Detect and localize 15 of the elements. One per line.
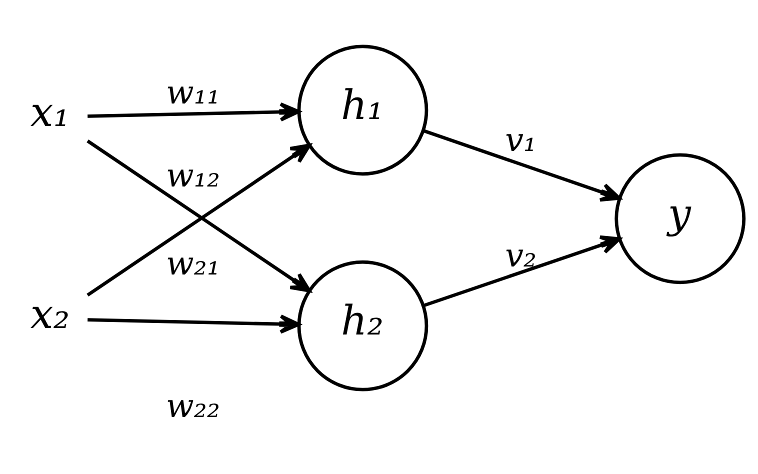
arrow: [88, 314, 300, 334]
node-circle: h₁: [297, 44, 428, 176]
edge-label: v₂: [505, 236, 537, 274]
edge-label: w₁₁: [166, 74, 220, 112]
arrow: [422, 128, 621, 202]
edge-label: w₁₂: [166, 156, 220, 194]
edge-label: w₂₂: [166, 386, 220, 425]
arrow: [88, 102, 300, 122]
node-text: x₁: [30, 88, 70, 136]
node-circle: h₂: [297, 260, 428, 392]
arrow: [422, 235, 621, 308]
node-circle: y: [614, 153, 746, 284]
edge-label: v₁: [505, 121, 537, 160]
edge-label: w₂₁: [166, 244, 220, 283]
node-text: x₂: [30, 290, 70, 338]
